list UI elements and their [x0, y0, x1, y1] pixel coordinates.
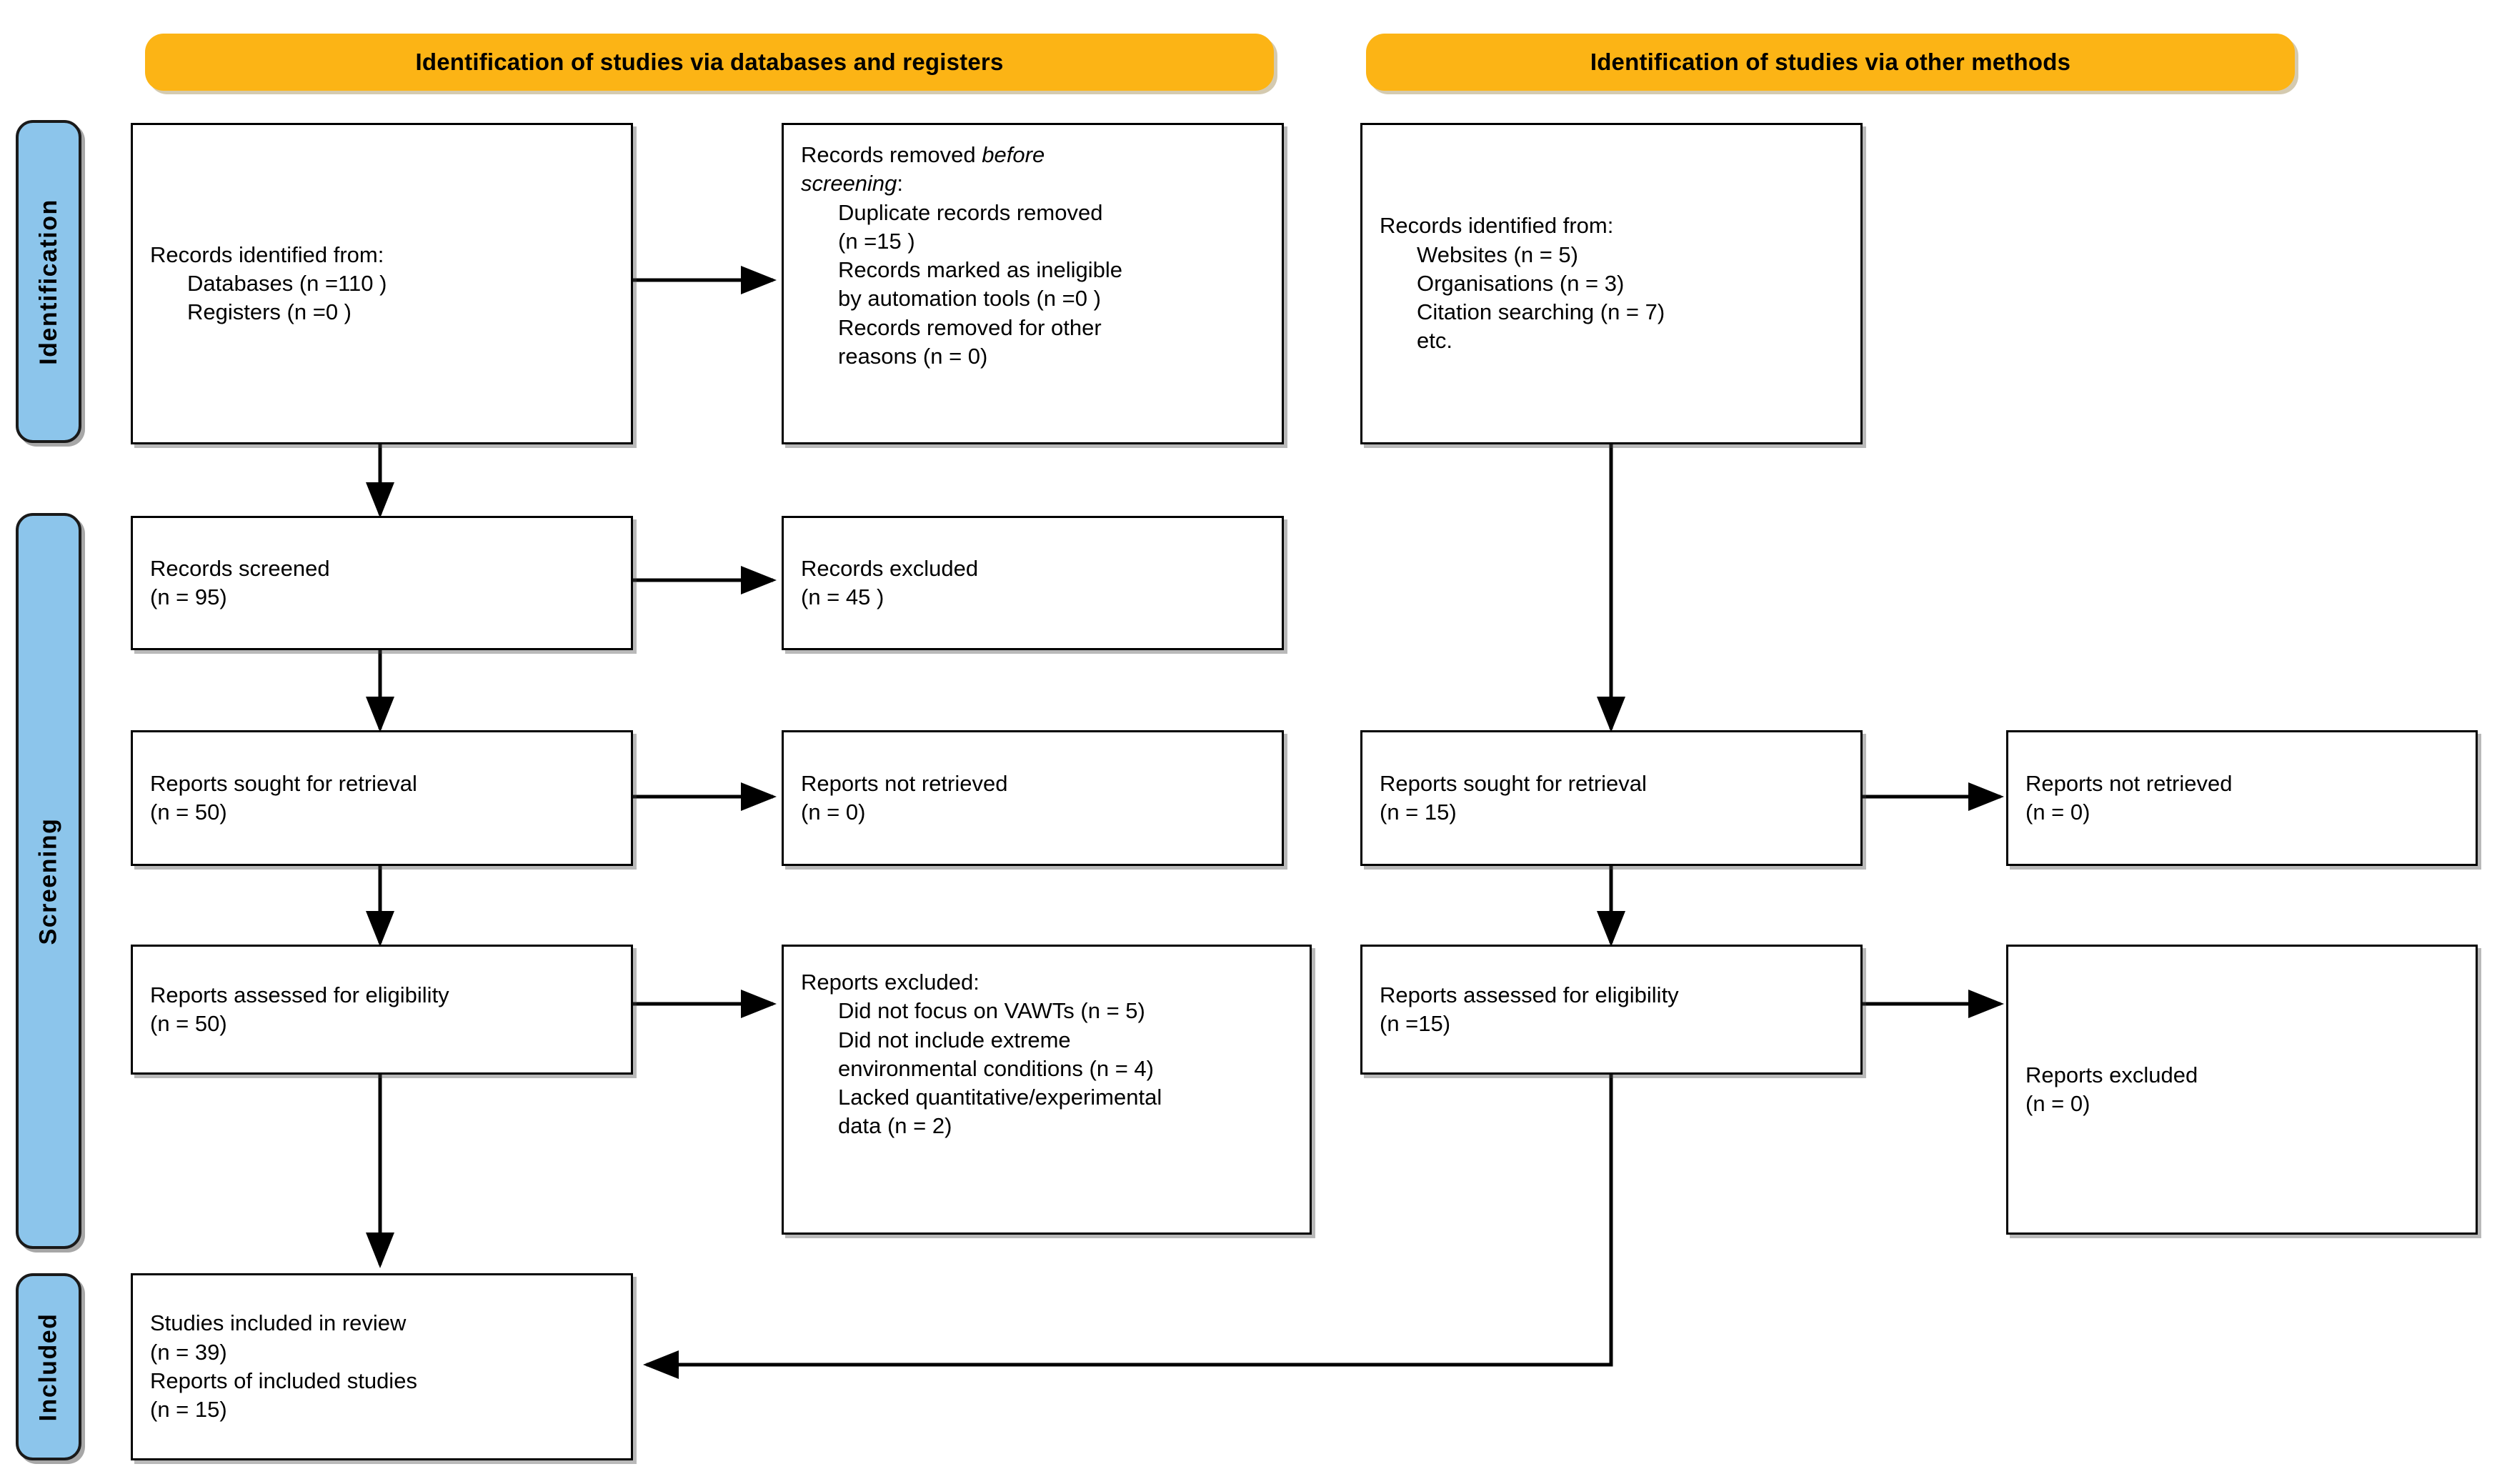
records-removed-l2a: screening [801, 171, 897, 196]
stage-label-identification: Identification [16, 120, 81, 443]
records-removed-l1a: Records removed [801, 142, 982, 167]
box-reports-assessed-right: Reports assessed for eligibility (n =15) [1360, 945, 1863, 1075]
studies-included-line-4: (n = 15) [150, 1397, 227, 1423]
box-reports-sought-right: Reports sought for retrieval (n = 15) [1360, 730, 1863, 866]
records-identified-line-2: Databases (n =110 ) [187, 270, 387, 296]
reports-not-retrieved-left-line-1: Reports not retrieved [801, 770, 1008, 796]
records-identified-other-line-2: Websites (n = 5) [1417, 241, 1578, 267]
box-studies-included: Studies included in review (n = 39) Repo… [131, 1273, 633, 1460]
records-identified-other-line-3: Organisations (n = 3) [1417, 270, 1625, 296]
records-removed-line-5: Records marked as ineligible [838, 257, 1123, 283]
reports-excluded-reasons-line-4: environmental conditions (n = 4) [838, 1055, 1154, 1081]
reports-sought-left-line-1: Reports sought for retrieval [150, 770, 417, 796]
records-removed-line-7: Records removed for other [838, 314, 1102, 340]
header-databases-registers: Identification of studies via databases … [145, 34, 1274, 91]
records-identified-line-3: Registers (n =0 ) [187, 299, 352, 325]
box-reports-not-retrieved-left: Reports not retrieved (n = 0) [782, 730, 1284, 866]
stage-label-screening: Screening [16, 513, 81, 1249]
header-databases-label: Identification of studies via databases … [415, 49, 1004, 75]
reports-excluded-reasons-line-1: Reports excluded: [801, 970, 980, 995]
records-removed-line-3: Duplicate records removed [838, 199, 1103, 225]
records-removed-l2b: : [897, 171, 904, 196]
box-reports-assessed-left: Reports assessed for eligibility (n = 50… [131, 945, 633, 1075]
reports-excluded-right-line-2: (n = 0) [2025, 1091, 2090, 1116]
stage-label-included-text: Included [34, 1313, 62, 1421]
records-removed-line-1: Records removed before [801, 141, 1265, 169]
records-removed-line-6: by automation tools (n =0 ) [838, 286, 1101, 312]
reports-excluded-reasons-line-6: data (n = 2) [838, 1113, 952, 1139]
studies-included-line-2: (n = 39) [150, 1339, 227, 1365]
reports-assessed-left-line-2: (n = 50) [150, 1011, 227, 1036]
box-reports-excluded-right: Reports excluded (n = 0) [2006, 945, 2478, 1235]
box-records-excluded: Records excluded (n = 45 ) [782, 516, 1284, 650]
records-screened-line-2: (n = 95) [150, 584, 227, 609]
header-other-methods: Identification of studies via other meth… [1366, 34, 2295, 91]
stage-label-identification-text: Identification [34, 198, 62, 365]
stage-label-screening-text: Screening [34, 817, 62, 945]
reports-excluded-right-line-1: Reports excluded [2025, 1062, 2198, 1087]
reports-assessed-left-line-1: Reports assessed for eligibility [150, 982, 449, 1007]
reports-not-retrieved-right-line-1: Reports not retrieved [2025, 770, 2233, 796]
box-reports-not-retrieved-right: Reports not retrieved (n = 0) [2006, 730, 2478, 866]
reports-excluded-reasons-line-3: Did not include extreme [838, 1027, 1071, 1052]
box-reports-excluded-reasons: Reports excluded: Did not focus on VAWTs… [782, 945, 1312, 1235]
records-identified-other-line-5: etc. [1417, 328, 1452, 354]
header-other-label: Identification of studies via other meth… [1590, 49, 2071, 75]
box-records-removed: Records removed before screening: Duplic… [782, 123, 1284, 444]
box-reports-sought-left: Reports sought for retrieval (n = 50) [131, 730, 633, 866]
reports-excluded-reasons-line-5: Lacked quantitative/experimental [838, 1085, 1162, 1110]
records-identified-other-line-1: Records identified from: [1380, 213, 1614, 239]
reports-not-retrieved-left-line-2: (n = 0) [801, 800, 866, 825]
records-identified-other-line-4: Citation searching (n = 7) [1417, 299, 1665, 325]
stage-label-included: Included [16, 1273, 81, 1460]
records-excluded-line-2: (n = 45 ) [801, 584, 884, 609]
records-removed-line-8: reasons (n = 0) [838, 344, 988, 369]
box-records-screened: Records screened (n = 95) [131, 516, 633, 650]
reports-assessed-right-line-2: (n =15) [1380, 1011, 1451, 1036]
reports-assessed-right-line-1: Reports assessed for eligibility [1380, 982, 1679, 1007]
reports-sought-left-line-2: (n = 50) [150, 800, 227, 825]
studies-included-line-3: Reports of included studies [150, 1368, 417, 1393]
records-screened-line-1: Records screened [150, 555, 330, 581]
records-removed-l1b: before [982, 142, 1045, 167]
reports-not-retrieved-right-line-2: (n = 0) [2025, 800, 2090, 825]
studies-included-line-1: Studies included in review [150, 1310, 407, 1336]
records-excluded-line-1: Records excluded [801, 555, 979, 581]
records-identified-line-1: Records identified from: [150, 241, 384, 267]
reports-sought-right-line-2: (n = 15) [1380, 800, 1457, 825]
box-records-identified: Records identified from: Databases (n =1… [131, 123, 633, 444]
box-records-identified-other: Records identified from: Websites (n = 5… [1360, 123, 1863, 444]
records-removed-line-2: screening: [801, 169, 1265, 198]
reports-sought-right-line-1: Reports sought for retrieval [1380, 770, 1647, 796]
records-removed-line-4: (n =15 ) [838, 228, 915, 254]
reports-excluded-reasons-line-2: Did not focus on VAWTs (n = 5) [838, 998, 1145, 1024]
